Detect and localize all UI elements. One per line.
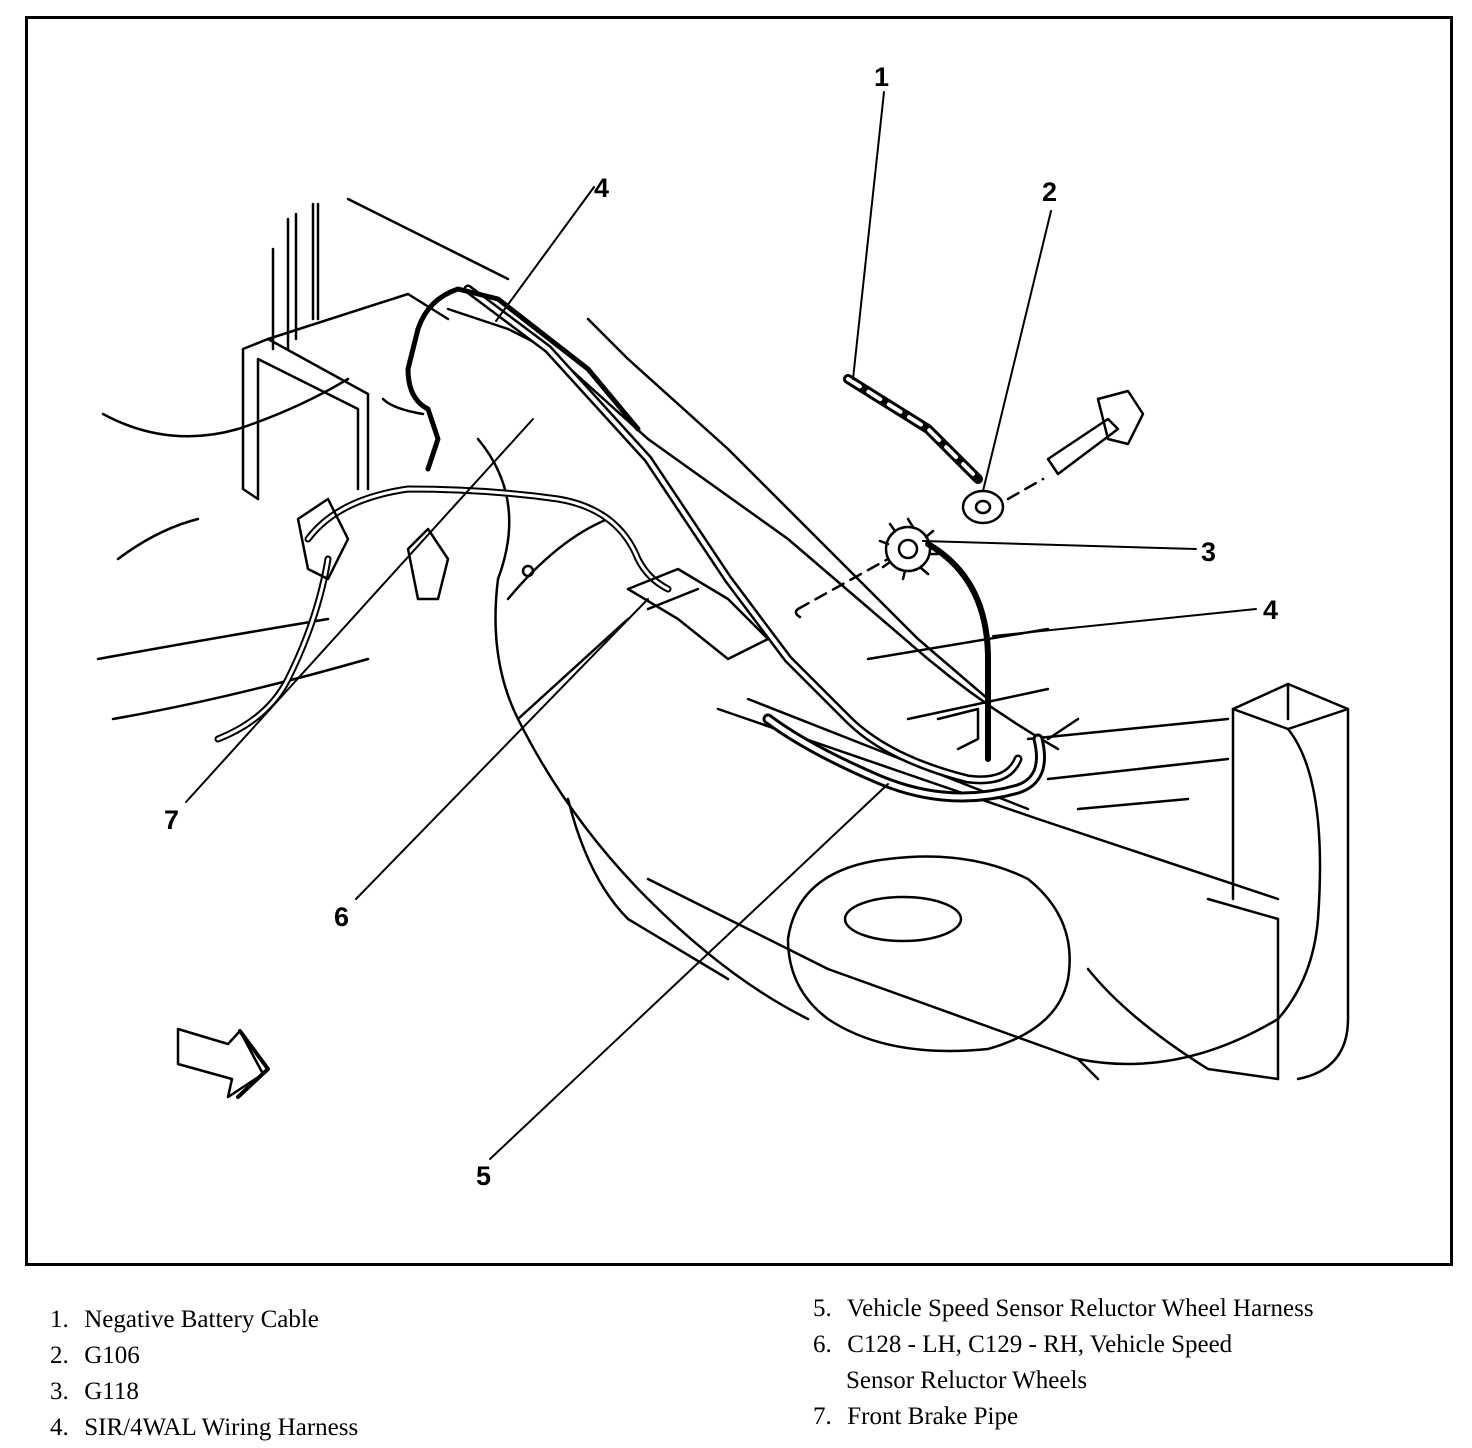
legend-num: 6. [813,1331,832,1358]
legend-num: 2. [50,1342,69,1369]
callout-4-upper: 4 [594,173,610,203]
legend-left: 1. Negative Battery Cable 2. G106 3. G11… [50,1302,358,1446]
legend-item-1: 1. Negative Battery Cable [50,1302,358,1338]
legend-text: G118 [84,1378,139,1405]
legend-text: C128 - LH, C129 - RH, Vehicle Speed [847,1331,1233,1358]
legend-num: 5. [813,1295,832,1322]
legend-num: 1. [50,1306,69,1333]
legend-item-5: 5. Vehicle Speed Sensor Reluctor Wheel H… [813,1291,1314,1327]
legend-num: 7. [813,1403,832,1430]
legend-num: 3. [50,1378,69,1405]
legend-text: Front Brake Pipe [847,1403,1019,1430]
legend-num: 4. [50,1414,69,1441]
callout-1: 1 [874,62,890,92]
callout-5: 5 [476,1161,492,1191]
callout-2: 2 [1042,177,1058,207]
legend-text: G106 [84,1342,140,1369]
legend-item-6: 6. C128 - LH, C129 - RH, Vehicle Speed [813,1327,1314,1363]
legend-text: Negative Battery Cable [84,1306,319,1333]
legend-item-6-continued: Sensor Reluctor Wheels [813,1363,1314,1399]
legend-text: Sensor Reluctor Wheels [846,1367,1088,1394]
legend-right: 5. Vehicle Speed Sensor Reluctor Wheel H… [813,1291,1314,1435]
legend-item-4: 4. SIR/4WAL Wiring Harness [50,1410,358,1446]
callout-7: 7 [164,805,180,835]
legend-item-7: 7. Front Brake Pipe [813,1399,1314,1435]
frame-crossmember-illustration [96,91,1350,1160]
legend-text: Vehicle Speed Sensor Reluctor Wheel Harn… [846,1295,1314,1322]
diagram-frame: 1 2 3 4 4 5 6 7 [25,16,1453,1266]
legend-item-3: 3. G118 [50,1374,358,1410]
legend-item-2: 2. G106 [50,1338,358,1374]
callout-6: 6 [334,902,350,932]
legend-text: SIR/4WAL Wiring Harness [84,1414,359,1441]
callout-4-right: 4 [1263,595,1279,625]
callout-3: 3 [1201,537,1217,567]
